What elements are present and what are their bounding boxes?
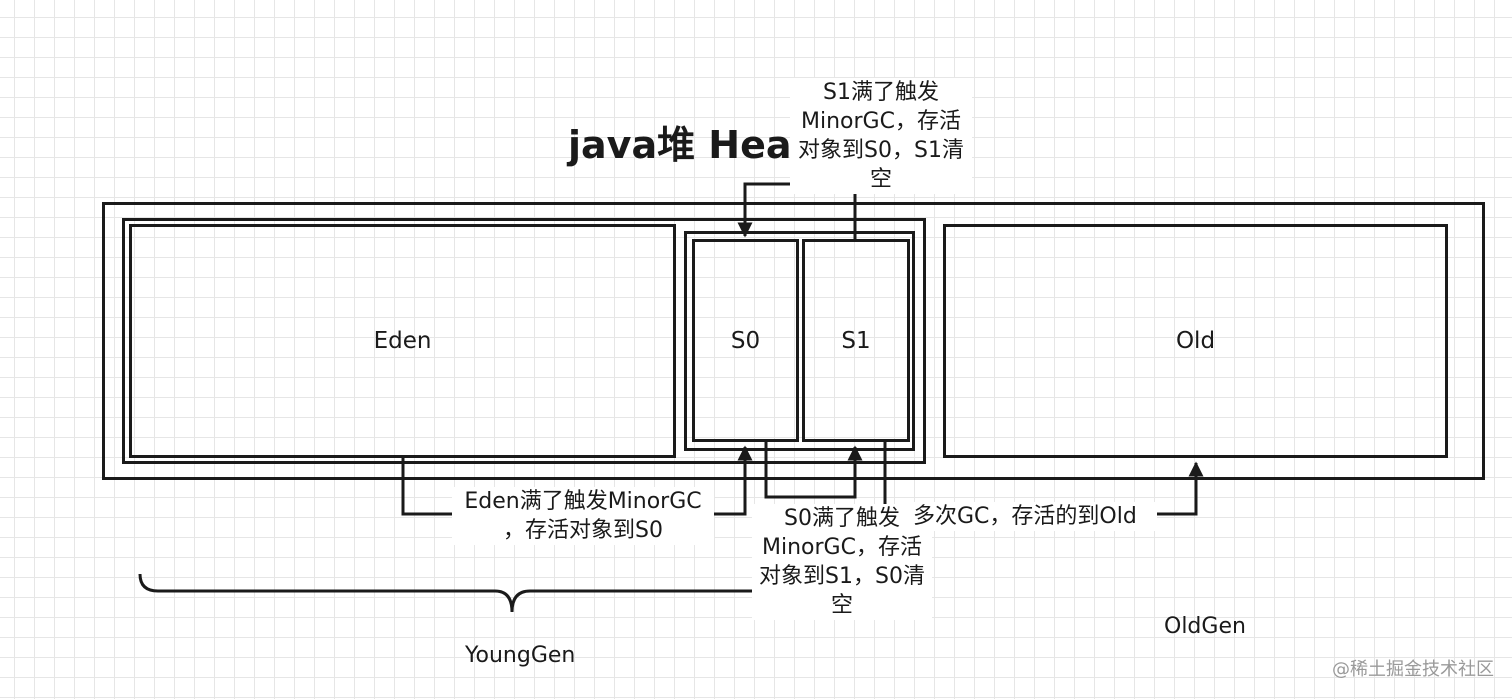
old-gen-label: OldGen — [1164, 614, 1246, 639]
watermark: @稀土掘金技术社区 — [1332, 659, 1494, 680]
survivor-container — [684, 231, 915, 451]
arrow-s0-to-s1 — [764, 442, 863, 499]
s0-box: S0 — [692, 239, 799, 442]
eden-box: Eden — [129, 224, 676, 458]
s0-label: S0 — [730, 327, 761, 354]
s1-box: S1 — [802, 239, 910, 442]
eden-label: Eden — [373, 328, 432, 354]
s1-label: S1 — [841, 327, 871, 354]
old-box: Old — [943, 224, 1448, 458]
diagram-title: java堆 Heap — [568, 123, 819, 167]
annotation-multi-gc: 多次GC，存活的到Old — [913, 502, 1157, 531]
young-generation-box — [122, 218, 926, 464]
old-label: Old — [1175, 328, 1216, 354]
young-gen-label: YoungGen — [465, 643, 576, 668]
annotation-s0-full: S0满了触发 MinorGC，存活 对象到S1，S0清 空 — [752, 504, 932, 620]
heap-container — [102, 202, 1485, 480]
annotation-eden-full: Eden满了触发MinorGC ，存活对象到S0 — [452, 487, 714, 545]
annotation-s1-full: S1满了触发 MinorGC，存活 对象到S0，S1清 空 — [790, 78, 972, 194]
